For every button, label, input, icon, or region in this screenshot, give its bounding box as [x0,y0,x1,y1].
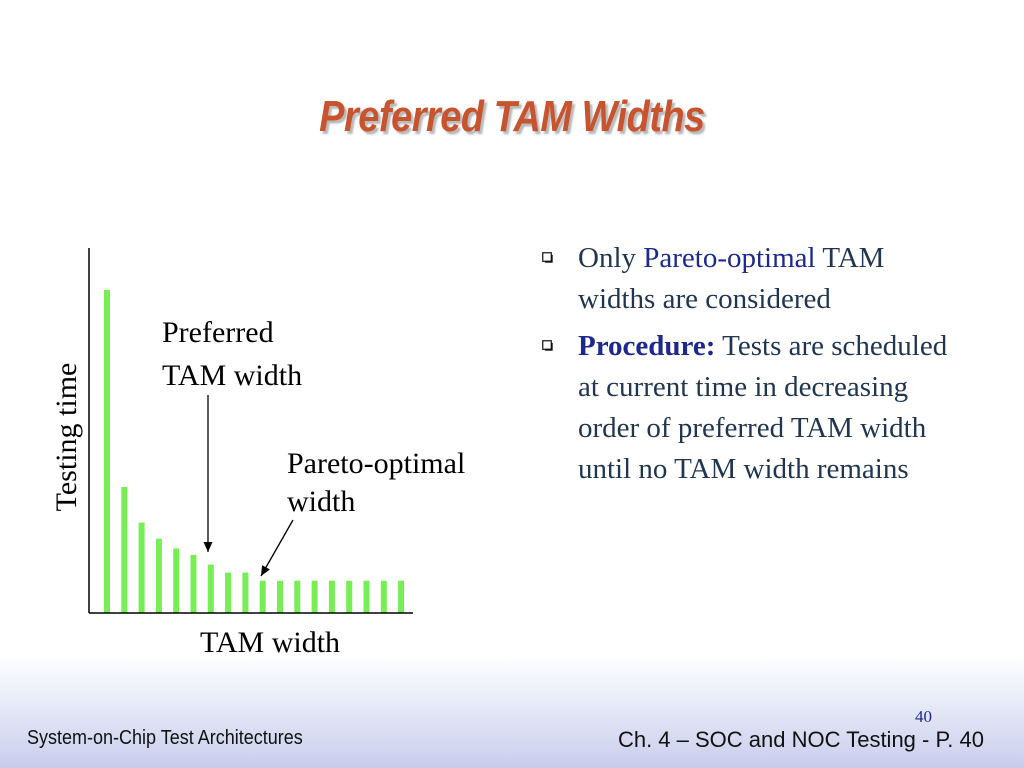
x-axis-label: TAM width [200,626,340,659]
page-number: 40 [915,707,932,726]
bullet-highlight: Pareto-optimal [643,242,816,274]
bar [363,580,370,613]
bar [207,564,214,613]
bar [173,548,180,613]
annotation-preferred-line1: Preferred [162,316,274,349]
annotation-pareto-line2: width [287,485,355,518]
annotation-preferred-line2: TAM width [162,359,302,392]
y-axis-label: Testing time [50,363,83,512]
bar [242,572,249,613]
bar [328,580,335,613]
hollow-square-bullet-icon [542,252,553,263]
footer-chapter-page: Ch. 4 – SOC and NOC Testing - P. 40 [617,727,984,752]
bar [155,538,162,613]
arrowhead-icon [203,542,213,552]
bar-series [104,290,405,613]
bar [225,572,232,613]
chart: Testing time TAM width Preferred TAM wid… [50,248,465,659]
bullet-strong: Procedure: [578,330,716,362]
bar [346,580,353,613]
annotation-pareto-arrow [260,519,294,577]
bar [398,580,405,613]
bar [380,580,387,613]
bullet-text-before: Only [578,242,644,274]
bullet-text-after: TAM widths are considered [578,242,885,315]
hollow-square-bullet-icon [542,340,553,351]
bar [259,580,266,613]
bar [294,580,301,613]
bar [277,580,283,613]
bullet-text-after: Tests are scheduled at current time in d… [578,330,948,485]
footer-course-title: System-on-Chip Test Architectures [27,727,303,749]
bar [138,522,145,613]
slide-title: Preferred TAM Widths [319,92,705,141]
bar [311,580,318,613]
bullet-item: Only Pareto-optimal TAM widths are consi… [540,238,960,320]
bar [121,487,128,613]
bullet-item: Procedure: Tests are scheduled at curren… [540,326,960,490]
bar [190,554,197,613]
annotation-pareto-line1: Pareto-optimal [287,447,465,480]
arrowhead-icon [261,565,270,576]
bar [104,290,110,613]
bullet-list: Only Pareto-optimal TAM widths are consi… [540,238,960,496]
